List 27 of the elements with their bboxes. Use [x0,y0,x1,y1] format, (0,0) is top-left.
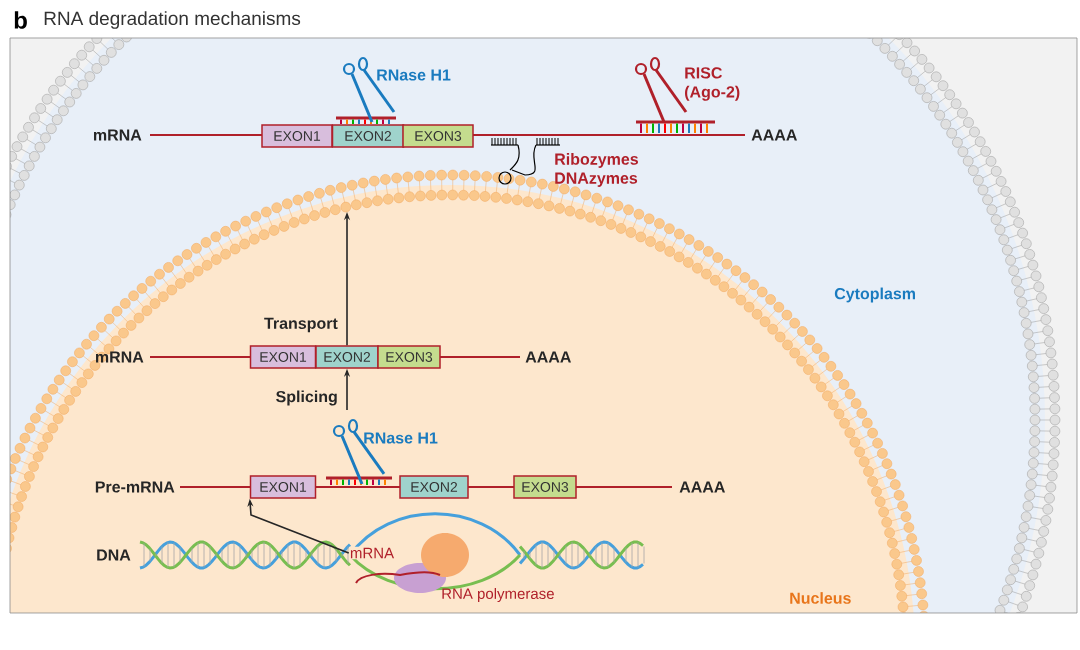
exon-box: EXON2 [315,345,379,369]
edge-label: Transport [264,317,338,333]
compartment-label: Cytoplasm [834,287,915,303]
poly-a-label: AAAA [525,351,571,363]
exon-box: EXON1 [261,124,333,148]
strand-label: mRNA [95,351,144,363]
panel-letter: b [14,11,27,29]
enzyme-label: RISC (Ago-2) [685,67,740,101]
exon-box: EXON1 [249,475,317,499]
compartment-label: Nucleus [790,592,851,604]
strand-label: mRNA [93,129,142,141]
exon-box: EXON1 [249,345,317,369]
enzyme-label: RNase H1 [364,432,438,444]
exon-box: EXON3 [402,124,474,148]
exon-box: EXON2 [331,124,405,148]
strand-label: Pre-mRNA [95,481,175,493]
poly-a-label: AAAA [679,481,725,493]
exon-box: EXON3 [377,345,441,369]
strand-label: DNA [97,549,131,561]
title: RNA degradation mechanisms [44,11,301,29]
exon-box: EXON2 [399,475,469,499]
edge-label: Splicing [276,390,337,406]
enzyme-label: RNA polymerase [442,588,554,602]
poly-a-label: AAAA [751,129,797,141]
enzyme-label: Ribozymes DNAzymes [555,153,638,187]
enzyme-label: RNase H1 [377,69,451,81]
exon-box: EXON3 [513,475,577,499]
